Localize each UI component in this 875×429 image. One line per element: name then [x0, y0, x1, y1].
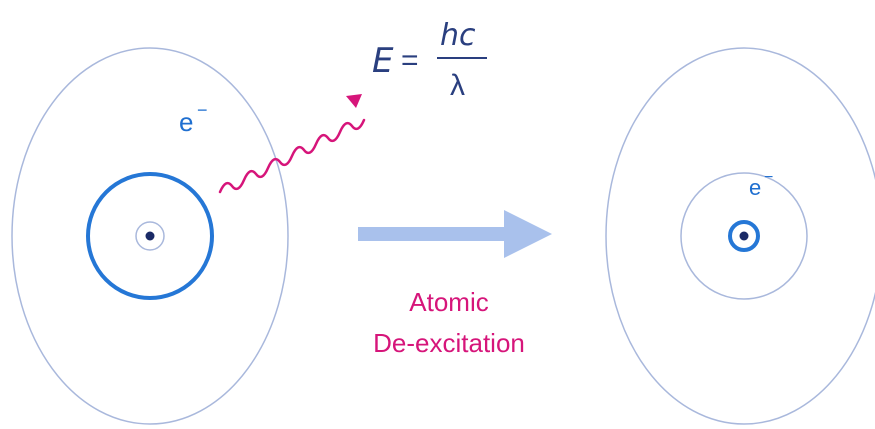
- process-label-line2: De-excitation: [373, 328, 525, 358]
- left-inner-orbit: [135, 221, 165, 251]
- right-electron-charge: −: [764, 169, 773, 186]
- equation-equals: =: [401, 44, 419, 77]
- left-outer-orbit: [11, 47, 289, 425]
- arrow-head: [504, 210, 552, 258]
- photon: [218, 94, 366, 194]
- right-nucleus: [739, 231, 749, 241]
- right-active-orbit: [728, 220, 760, 252]
- right-middle-orbit: [680, 172, 808, 300]
- left-nucleus: [145, 231, 155, 241]
- ground-state-atom: e −: [605, 47, 875, 425]
- right-electron-label: e: [749, 175, 761, 200]
- equation-denominator: λ: [450, 69, 465, 102]
- process-label: Atomic De-excitation: [373, 287, 525, 358]
- arrow-shaft: [358, 227, 506, 241]
- excited-atom: e −: [11, 47, 289, 425]
- energy-equation: E = hc λ: [372, 18, 487, 102]
- process-label-line1: Atomic: [409, 287, 488, 317]
- photon-arrowhead: [346, 94, 362, 108]
- left-electron-charge: −: [197, 100, 208, 120]
- equation-numerator: hc: [440, 18, 476, 53]
- left-electron-label: e: [179, 107, 193, 137]
- left-active-orbit: [86, 172, 214, 300]
- photon-wave: [218, 118, 366, 194]
- equation-lhs: E: [372, 41, 394, 81]
- right-outer-orbit: [605, 47, 875, 425]
- process-arrow: [358, 210, 552, 258]
